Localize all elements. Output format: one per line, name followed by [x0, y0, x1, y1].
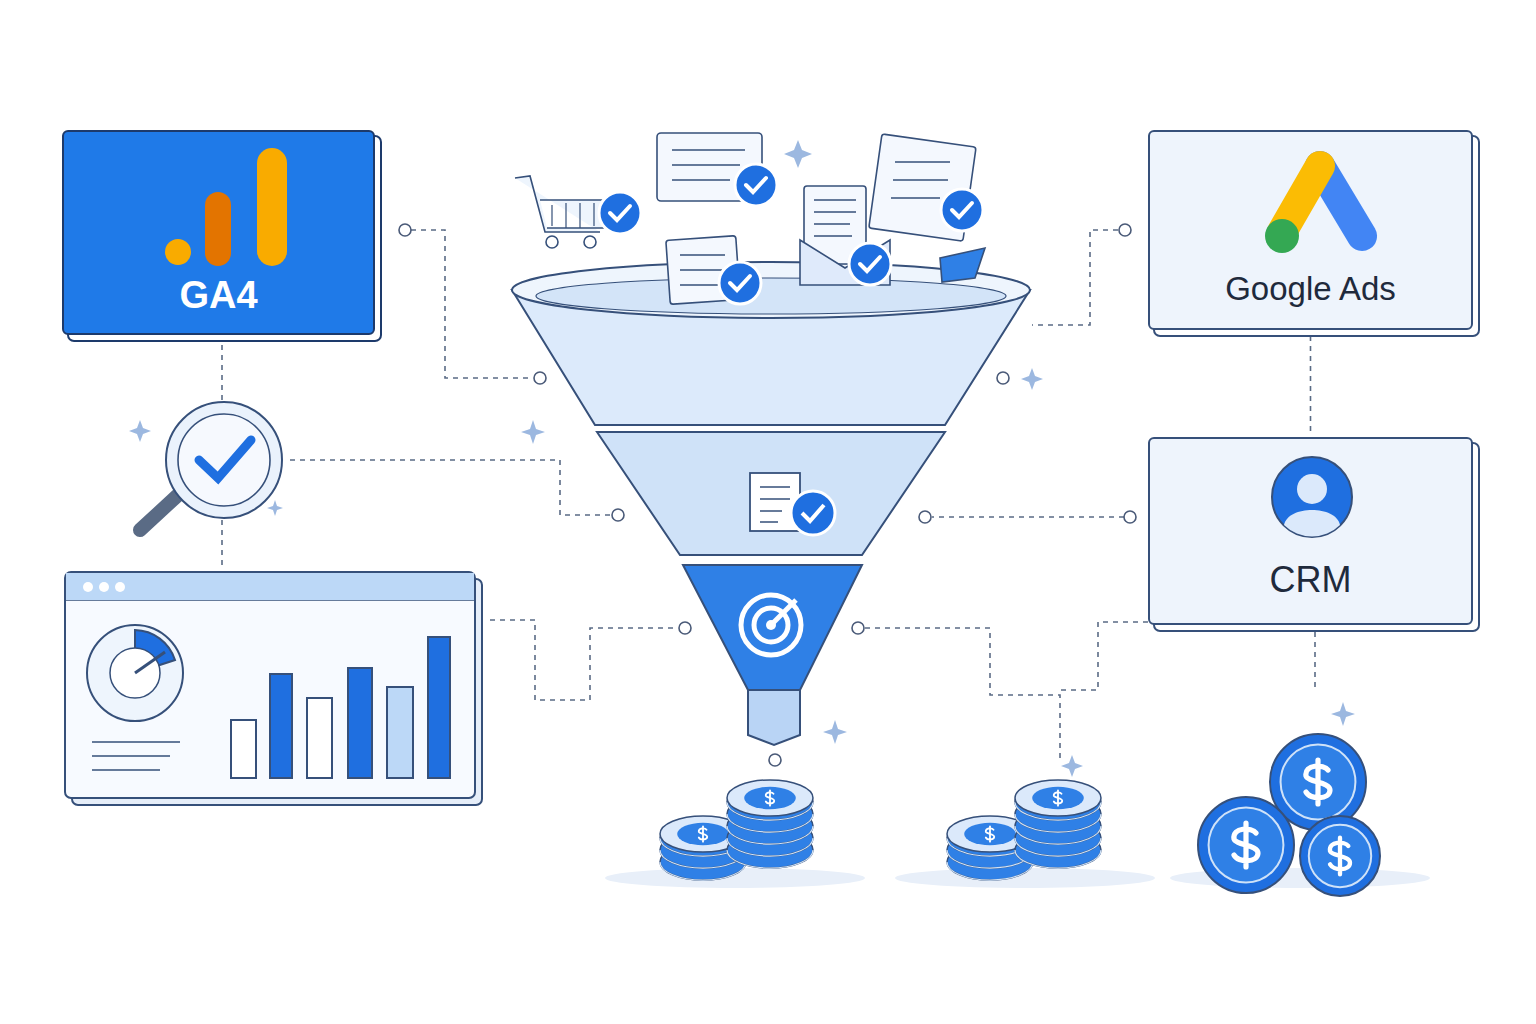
ga4-box: GA4	[62, 130, 375, 335]
dashed-connector	[1310, 336, 1312, 435]
node-label: Google Ads	[1150, 270, 1471, 308]
check-badges	[599, 164, 983, 304]
node-label: CRM	[1150, 559, 1471, 600]
node-label: GA4	[64, 274, 373, 318]
joint-dots	[399, 224, 1136, 766]
coin-stacks	[660, 734, 1380, 896]
google-ads-box: Google Ads	[1148, 130, 1473, 330]
funnel	[512, 262, 1030, 745]
crm-box: CRM	[1148, 437, 1473, 625]
magnifier-icon	[140, 402, 282, 530]
funnel-items	[515, 133, 985, 304]
dashboard-window	[65, 572, 482, 805]
